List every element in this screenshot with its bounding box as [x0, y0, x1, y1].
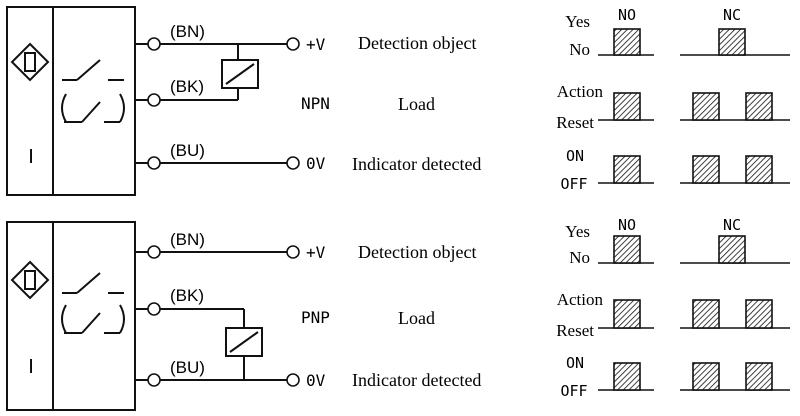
wire-label-bk: (BK) [170, 286, 204, 305]
switch-symbol-icon [61, 59, 125, 123]
load-relay-icon [221, 59, 259, 89]
terminal-bk [147, 93, 161, 107]
load-relay-icon [225, 327, 263, 357]
output-type-label: NPN [301, 94, 330, 113]
terminal-positive [286, 245, 300, 259]
row-label-action: Action [557, 82, 604, 101]
timing-table-pnp: NO NC Yes No Action Reset ON OFF [556, 216, 790, 400]
terminal-positive [286, 37, 300, 51]
row-label-off: OFF [560, 382, 587, 400]
pulse-high [613, 92, 641, 121]
pulse-high [745, 92, 773, 121]
row-label-off: OFF [560, 175, 587, 193]
terminal-bu [147, 373, 161, 387]
pulse-high [613, 28, 641, 56]
no-column-label: NO [618, 6, 636, 24]
wire-label-bk: (BK) [170, 77, 204, 96]
pulse-high [692, 299, 720, 329]
row-label-action: Action [557, 290, 604, 309]
switch-symbol-icon [61, 272, 125, 334]
wire-label-bn: (BN) [170, 22, 205, 41]
sensor-mark: I [28, 356, 34, 378]
pulse-high [745, 299, 773, 329]
row-label-reset: Reset [556, 113, 594, 132]
terminal-bk [147, 302, 161, 316]
right-label-detection-object: Detection object [358, 242, 476, 262]
terminal-label-zero: 0V [306, 154, 326, 173]
sensor-body [6, 6, 136, 196]
wire-label-bn: (BN) [170, 230, 205, 249]
pulse-high [718, 28, 746, 56]
terminal-label-zero: 0V [306, 371, 326, 390]
pulse-high [745, 155, 773, 184]
pulse-high [613, 299, 641, 329]
sensor-body [6, 221, 136, 411]
no-column-label: NO [618, 216, 636, 234]
pulse-high [692, 362, 720, 391]
pulse-high [692, 155, 720, 184]
output-type-label: PNP [301, 308, 330, 327]
row-label-on: ON [566, 354, 584, 372]
wire-label-bu: (BU) [170, 358, 205, 377]
terminal-label-positive: +V [306, 35, 326, 54]
row-label-yes: Yes [565, 222, 590, 241]
pulse-high [613, 362, 641, 391]
pulse-high [718, 235, 746, 264]
nc-column-label: NC [723, 216, 741, 234]
right-label-indicator-detected: Indicator detected [352, 154, 481, 174]
terminal-bn [147, 37, 161, 51]
pulse-high [613, 235, 641, 264]
right-label-indicator-detected: Indicator detected [352, 370, 481, 390]
terminal-label-positive: +V [306, 243, 326, 262]
sensor-mark: I [28, 146, 34, 168]
pulse-high [692, 92, 720, 121]
row-label-no: No [569, 248, 590, 267]
terminal-zero [286, 156, 300, 170]
nc-column-label: NC [723, 6, 741, 24]
wire-label-bu: (BU) [170, 141, 205, 160]
terminal-zero [286, 373, 300, 387]
row-label-on: ON [566, 147, 584, 165]
row-label-yes: Yes [565, 12, 590, 31]
terminal-bn [147, 245, 161, 259]
row-label-no: No [569, 40, 590, 59]
right-label-load: Load [398, 94, 435, 114]
row-label-reset: Reset [556, 321, 594, 340]
pnp-circuit: I (BN) (BK) (BU) +V [6, 221, 481, 411]
pulse-high [745, 362, 773, 391]
right-label-detection-object: Detection object [358, 33, 476, 53]
pulse-high [613, 155, 641, 184]
timing-table-npn: NO NC Yes No Action Reset ON OFF [556, 6, 790, 193]
npn-circuit: I (BN) (BK) (BU) +V [6, 6, 481, 196]
right-label-load: Load [398, 308, 435, 328]
terminal-bu [147, 156, 161, 170]
sensor-symbol-icon [10, 42, 50, 82]
sensor-symbol-icon [10, 260, 50, 300]
